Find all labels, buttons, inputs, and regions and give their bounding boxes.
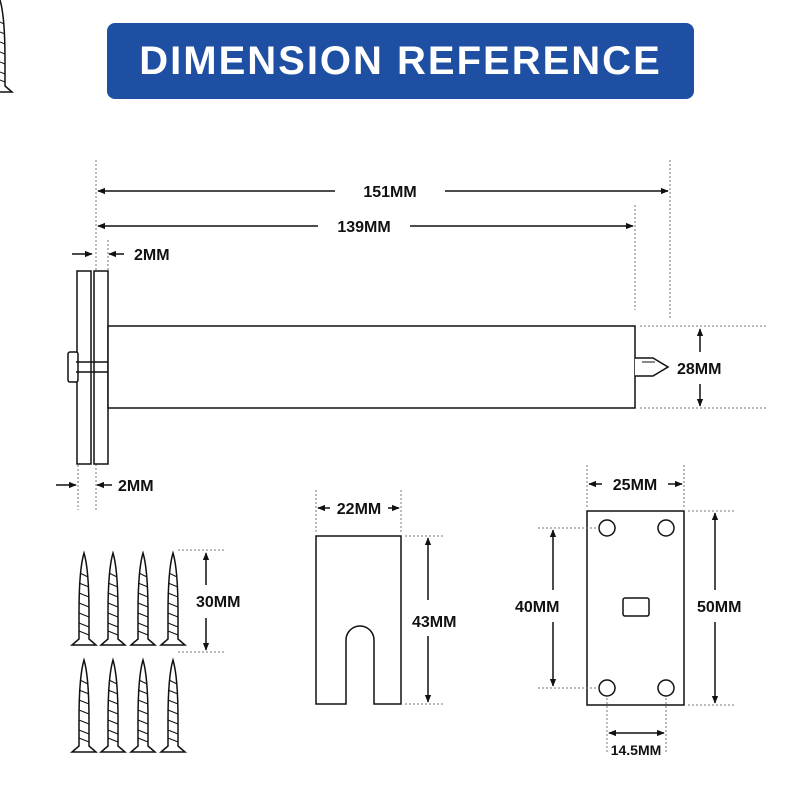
plate-knob (67, 351, 79, 383)
label-bracket-width: 25MM (613, 477, 657, 494)
screw-8 (160, 659, 186, 753)
bracket-hole-top-right (657, 519, 675, 537)
screw-6 (100, 659, 126, 753)
door-closer-drawing (67, 160, 768, 510)
screw-3 (130, 552, 156, 646)
screw-4 (160, 552, 186, 646)
label-plate-thickness-top: 2MM (134, 247, 170, 264)
label-hole-vertical-spacing: 40MM (515, 599, 559, 616)
title-banner: DIMENSION REFERENCE (107, 23, 694, 99)
bracket-slot (622, 597, 650, 617)
screw (0, 0, 15, 93)
bracket-hole-bottom-left (598, 679, 616, 697)
closer-tip (635, 357, 670, 377)
label-screw-length: 30MM (196, 594, 240, 611)
label-shim-height: 43MM (412, 614, 456, 631)
label-bracket-height: 50MM (697, 599, 741, 616)
mount-plate-inner (93, 270, 109, 465)
bracket-hole-top-left (598, 519, 616, 537)
main-dimension-arrows (56, 187, 704, 489)
closer-cylinder (107, 325, 636, 409)
label-shim-width: 22MM (337, 501, 381, 518)
mount-plate-outer (76, 270, 92, 465)
screws-group (0, 0, 186, 753)
page-title: DIMENSION REFERENCE (139, 38, 662, 83)
label-hole-horizontal-spacing: 14.5MM (611, 742, 662, 758)
bracket-hole-bottom-right (657, 679, 675, 697)
screw-2 (100, 552, 126, 646)
label-overall-length: 151MM (363, 184, 416, 201)
label-cylinder-diameter: 28MM (677, 361, 721, 378)
label-body-length: 139MM (337, 219, 390, 236)
screw-7 (130, 659, 156, 753)
label-plate-thickness-bottom: 2MM (118, 478, 154, 495)
screw-1 (71, 552, 97, 646)
screw-5 (71, 659, 97, 753)
shim-plate (315, 535, 402, 705)
